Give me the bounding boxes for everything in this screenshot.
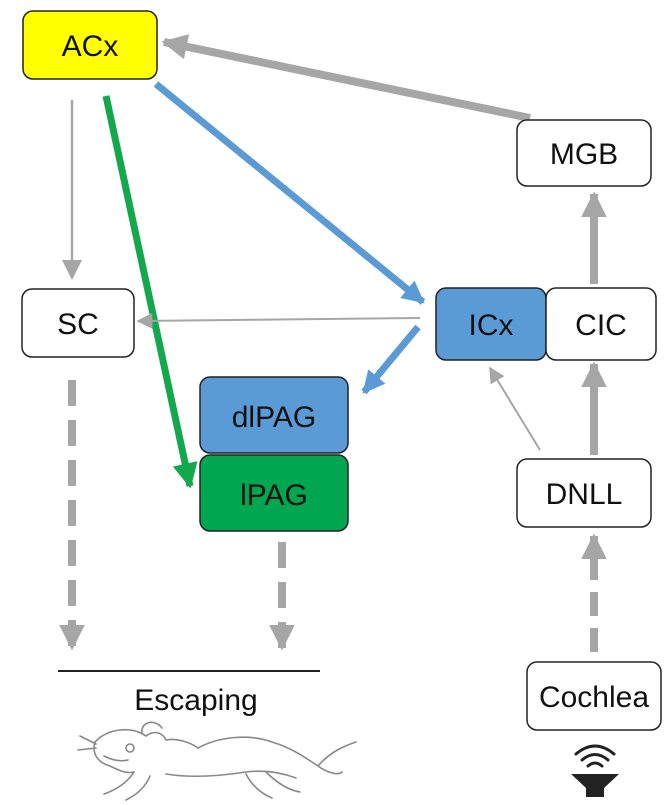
- node-dlpag-label: dlPAG: [232, 401, 316, 434]
- node-cochlea-label: Cochlea: [539, 681, 649, 714]
- node-mgb-label: MGB: [550, 138, 618, 171]
- node-cochlea: Cochlea: [526, 661, 662, 731]
- node-dnll-label: DNLL: [546, 478, 623, 511]
- node-sc: SC: [21, 288, 135, 358]
- node-sc-label: SC: [57, 308, 99, 341]
- sound-source-icon: [571, 744, 619, 797]
- arrow-icx-to-sc: [136, 312, 421, 329]
- node-cic: CIC: [545, 287, 657, 361]
- node-icx-label: ICx: [469, 309, 514, 342]
- node-dlpag: dlPAG: [199, 376, 349, 454]
- node-lpag: lPAG: [199, 454, 349, 532]
- node-acx-label: ACx: [62, 30, 119, 63]
- arrow-acx-to-lpag: [102, 95, 198, 489]
- arrow-dnll-to-icx: [489, 366, 541, 451]
- arrow-icx-to-dlpag: [361, 324, 421, 395]
- arrow-acx-to-icx: [153, 81, 426, 305]
- node-dnll: DNLL: [516, 458, 652, 528]
- escaping-caption: Escaping: [134, 684, 257, 717]
- node-cic-label: CIC: [575, 309, 627, 342]
- arrow-mgb-to-acx: [161, 34, 531, 122]
- node-acx: ACx: [22, 10, 158, 80]
- node-mgb: MGB: [516, 119, 652, 187]
- node-icx: ICx: [435, 287, 547, 361]
- mouse-escaping-icon: [77, 721, 357, 801]
- node-lpag-label: lPAG: [240, 479, 308, 512]
